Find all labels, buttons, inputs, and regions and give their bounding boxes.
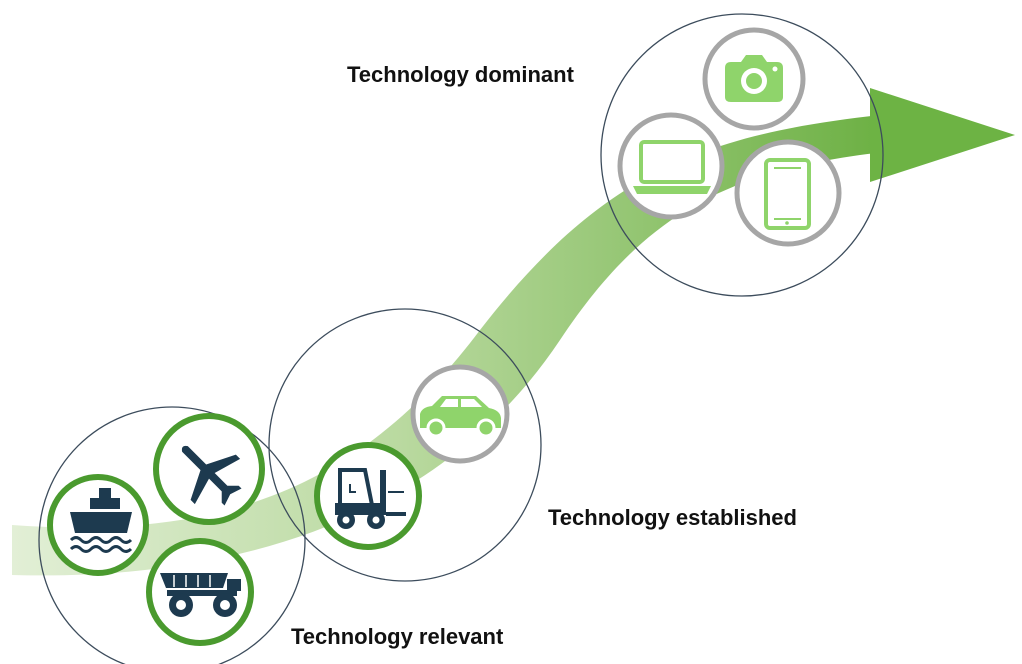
stage-label-dominant: Technology dominant	[347, 62, 574, 87]
airplane-icon	[153, 413, 265, 525]
tablet-icon	[734, 139, 842, 247]
car-icon	[410, 364, 510, 464]
forklift-icon	[314, 442, 422, 550]
growth-arrow-head	[870, 88, 1015, 182]
camera-icon	[702, 27, 806, 131]
stage-label-relevant: Technology relevant	[291, 624, 504, 649]
stage-dominant-circle	[600, 13, 884, 297]
growth-arrow	[12, 88, 1015, 576]
dump-truck-icon	[146, 538, 254, 646]
stage-established-circle	[268, 308, 542, 582]
laptop-icon	[617, 112, 725, 220]
stage-relevant-circle	[38, 406, 306, 664]
stage-label-established: Technology established	[548, 505, 797, 530]
ship-icon	[47, 474, 149, 576]
